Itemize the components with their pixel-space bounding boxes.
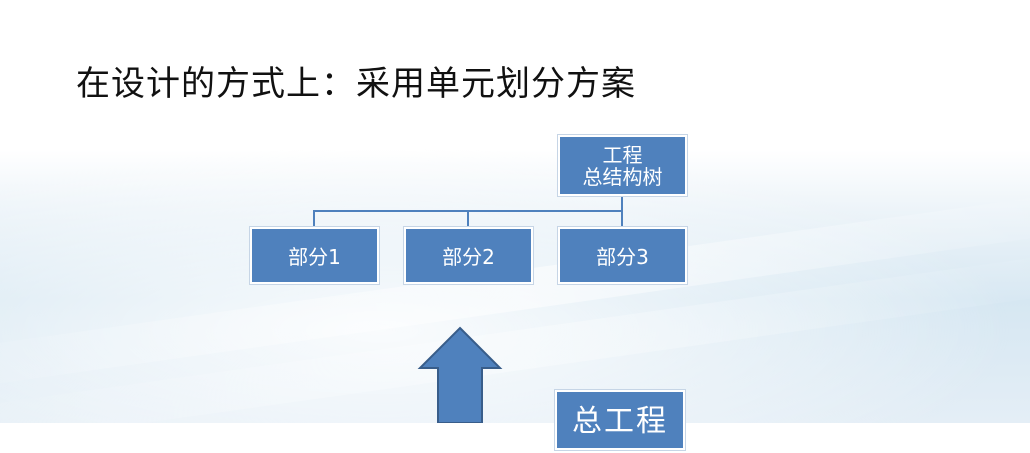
part-node-2: 部分2 — [404, 227, 533, 284]
part-node-3: 部分3 — [558, 227, 687, 284]
bottom-node: 总工程 — [555, 390, 685, 450]
connector-lines — [313, 196, 623, 423]
part-node-1: 部分1 — [250, 227, 379, 284]
up-arrow-icon — [417, 326, 503, 423]
page-title: 在设计的方式上：采用单元划分方案 — [76, 64, 636, 104]
root-node-line2: 总结构树 — [582, 164, 663, 189]
root-node-line1: 工程 — [602, 142, 643, 167]
root-node: 工程 总结构树 — [558, 135, 687, 196]
